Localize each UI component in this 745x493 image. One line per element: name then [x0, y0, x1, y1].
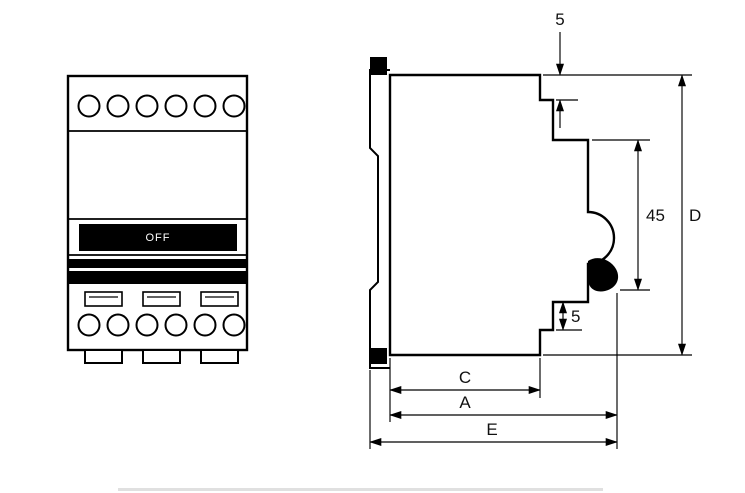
terminal-windows — [84, 291, 239, 307]
terminal-screw — [77, 313, 101, 337]
dim-label-depth-a: A — [459, 393, 471, 412]
terminal-screw — [222, 94, 246, 118]
terminal-screw — [193, 313, 217, 337]
terminal-screw — [164, 94, 188, 118]
din-clip-top-cap — [370, 57, 387, 75]
dim-bottom-step: 5 — [556, 301, 582, 331]
terminal-window — [84, 291, 123, 307]
terminal-screw — [164, 313, 188, 337]
terminal-screw — [106, 94, 130, 118]
footer-rule — [118, 488, 603, 491]
dim-label-front-height: 45 — [646, 206, 665, 225]
mounting-tab — [84, 349, 123, 364]
terminal-window — [200, 291, 239, 307]
dim-label-top-step: 5 — [555, 10, 564, 29]
bottom-terminal-screws — [77, 313, 246, 337]
label-band-2 — [68, 271, 247, 284]
terminal-screw — [135, 94, 159, 118]
dim-top-step: 5 — [543, 10, 692, 128]
dim-depth-e: E — [369, 370, 618, 449]
dim-label-depth-e: E — [486, 420, 497, 439]
terminal-screw — [77, 94, 101, 118]
dimensions: 5 45 D 5 C — [369, 10, 701, 449]
din-clip-bottom-cap — [370, 348, 387, 364]
terminal-screw — [135, 313, 159, 337]
toggle-tip — [588, 258, 619, 292]
mounting-tabs — [84, 349, 239, 364]
terminal-screw — [222, 313, 246, 337]
dim-depth-c: C — [389, 358, 541, 422]
top-terminal-screws — [77, 94, 246, 118]
toggle-label: OFF — [146, 232, 171, 244]
toggle-switch — [79, 224, 237, 251]
dim-label-bottom-step: 5 — [571, 307, 580, 326]
dim-depth-a: A — [389, 293, 618, 449]
dim-label-overall-height: D — [689, 206, 701, 225]
dim-label-depth-c: C — [459, 368, 471, 387]
terminal-screw — [193, 94, 217, 118]
terminal-screw — [106, 313, 130, 337]
label-band-1 — [68, 259, 247, 268]
din-clip-outline — [369, 69, 390, 369]
mounting-tab — [200, 349, 239, 364]
side-view — [369, 57, 619, 369]
terminal-window — [142, 291, 181, 307]
side-body-outline — [388, 73, 616, 357]
front-view: OFF — [66, 74, 249, 364]
mounting-tab — [142, 349, 181, 364]
dim-front-height: 45 — [592, 139, 665, 291]
front-body-outline — [66, 74, 249, 352]
